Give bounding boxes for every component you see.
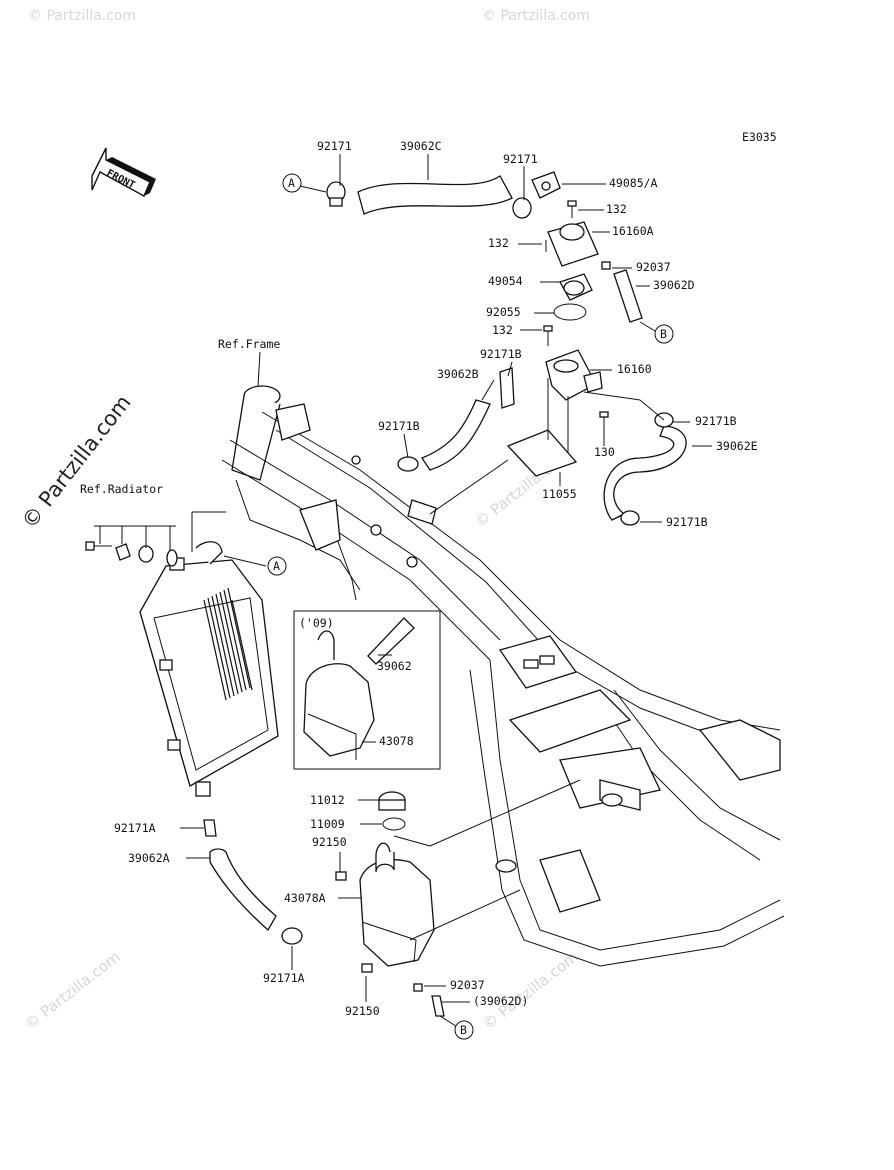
part-number: 49085/A (609, 176, 658, 190)
reserve-tank (335, 791, 445, 1017)
radiator (139, 541, 279, 797)
callout-a-label: A (273, 559, 280, 573)
part-number: 16160A (612, 224, 654, 238)
ref-frame-label: Ref.Frame (218, 337, 280, 351)
radiator-hardware (85, 525, 178, 567)
motorcycle-frame (221, 385, 785, 967)
callout-b-top: B (654, 324, 674, 344)
inset-2009-box (293, 610, 441, 770)
part-number: 92171A (263, 971, 305, 985)
thermostat-assembly (326, 171, 687, 526)
watermark-faint: © Partzilla.com (482, 8, 590, 24)
part-number: 11012 (310, 793, 345, 807)
part-number: 132 (488, 236, 509, 250)
part-number: (39062D) (473, 994, 528, 1008)
part-labels: 92171 39062C 92171 49085/A 132 16160A 13… (114, 139, 758, 1018)
part-number: 132 (492, 323, 513, 337)
part-number: 43078A (284, 891, 326, 905)
leader-lines (180, 154, 712, 1027)
part-number: 130 (594, 445, 615, 459)
part-number: 92171B (480, 347, 522, 361)
lower-radiator-hose (203, 819, 303, 945)
part-number: 92037 (636, 260, 671, 274)
callout-a-label: A (288, 176, 295, 190)
watermark-faint: © Partzilla.com (21, 948, 123, 1033)
part-number: 39062E (716, 439, 758, 453)
part-number: 92171A (114, 821, 156, 835)
part-number: 92150 (345, 1004, 380, 1018)
part-number: 92055 (486, 305, 521, 319)
part-number: 92150 (312, 835, 347, 849)
part-number: 92171 (317, 139, 352, 153)
part-number: 16160 (617, 362, 652, 376)
part-number: 11055 (542, 487, 577, 501)
inset-year-label: ('09) (299, 616, 334, 630)
watermark-faint: © Partzilla.com (28, 8, 136, 24)
watermark-faint: © Partzilla.com (479, 948, 581, 1033)
part-number: 132 (606, 202, 627, 216)
part-number: 39062C (400, 139, 442, 153)
part-number: 92171 (503, 152, 538, 166)
callout-b-label: B (660, 327, 667, 341)
part-number: 11009 (310, 817, 345, 831)
callout-a-top: A (282, 173, 302, 193)
part-number: 39062D (653, 278, 695, 292)
front-arrow-icon: FRONT (91, 147, 156, 197)
part-number: 39062 (377, 659, 412, 673)
part-number: 43078 (379, 734, 414, 748)
part-number: 92171B (666, 515, 708, 529)
callout-b-bottom: B (454, 1020, 474, 1040)
part-number: 92037 (450, 978, 485, 992)
part-number: 92171B (695, 414, 737, 428)
part-number: 92171B (378, 419, 420, 433)
part-number: 49054 (488, 274, 523, 288)
watermark-main: © Partzilla.com (17, 391, 136, 533)
diagram-code: E3035 (742, 130, 777, 144)
part-number: 39062B (437, 367, 479, 381)
part-number: 39062A (128, 851, 170, 865)
callout-b-label: B (460, 1023, 467, 1037)
callout-a-radiator: A (267, 556, 287, 576)
ref-radiator-label: Ref.Radiator (80, 482, 163, 496)
